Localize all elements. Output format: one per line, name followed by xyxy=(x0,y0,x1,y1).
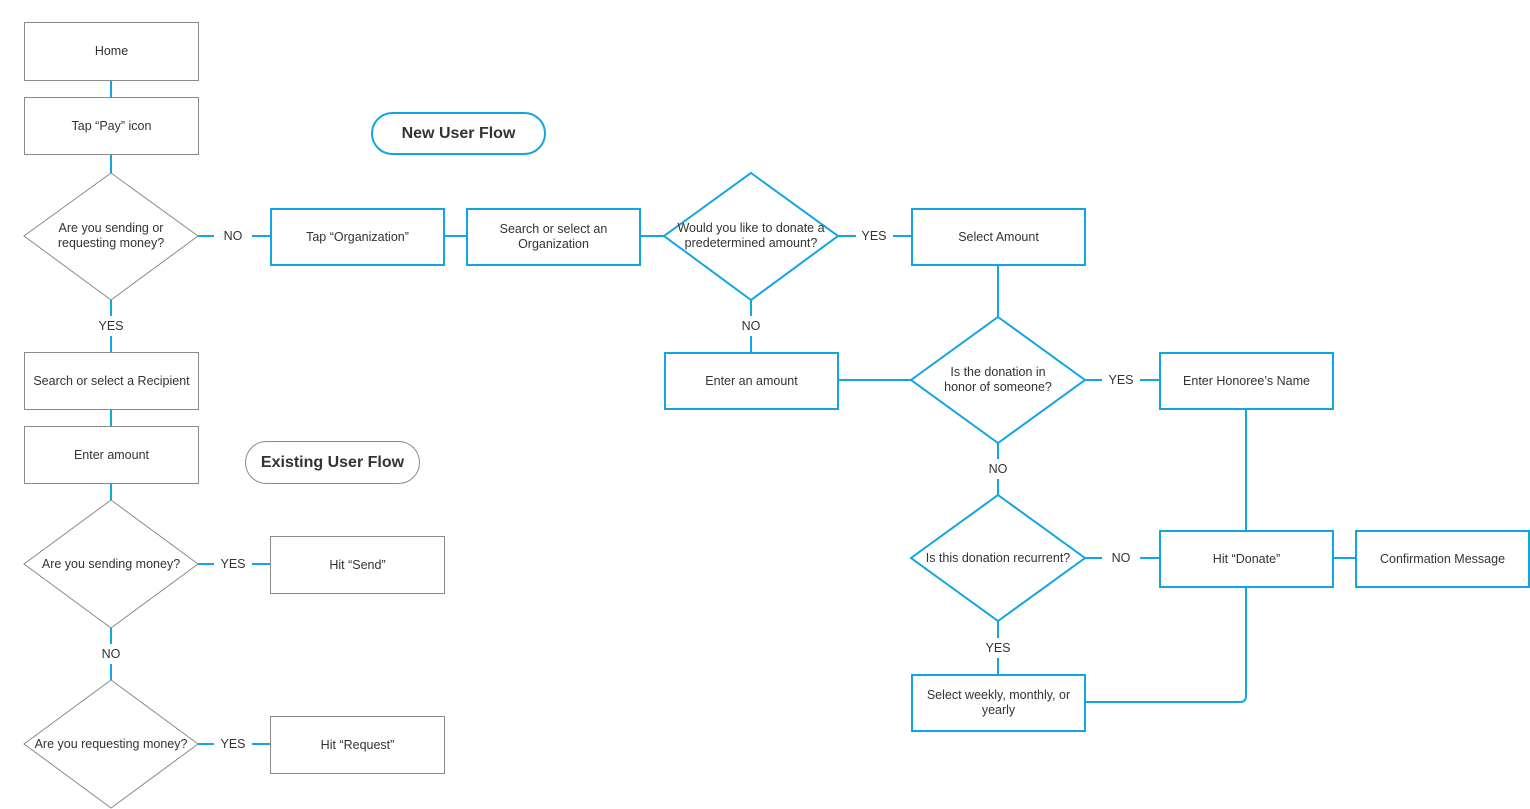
decision-send-or-request-text: Are you sending or requesting money? xyxy=(57,221,165,250)
tap-organization-step: Tap “Organization” xyxy=(270,208,445,266)
label-yes: YES xyxy=(220,737,246,751)
decision-predetermined-text: Would you like to donate a predetermined… xyxy=(677,221,825,250)
label-yes: YES xyxy=(861,229,887,243)
home-step: Home xyxy=(24,22,199,81)
label-no: NO xyxy=(988,462,1008,476)
decision-requesting-text: Are you requesting money? xyxy=(34,736,188,751)
decision-recurrent-text: Is this donation recurrent? xyxy=(925,550,1071,565)
label-yes: YES xyxy=(98,319,124,333)
decision-send-or-request xyxy=(23,172,199,301)
enter-amount-step: Enter amount xyxy=(24,426,199,484)
select-frequency-step: Select weekly, monthly, or yearly xyxy=(911,674,1086,732)
decision-sending-text: Are you sending money? xyxy=(41,556,181,571)
decision-honor xyxy=(909,315,1087,445)
existing-user-flow-title: Existing User Flow xyxy=(245,441,420,484)
tap-pay-step: Tap “Pay” icon xyxy=(24,97,199,155)
label-no: NO xyxy=(223,229,243,243)
label-yes: YES xyxy=(220,557,246,571)
confirmation-message-step: Confirmation Message xyxy=(1355,530,1530,588)
honoree-name-step: Enter Honoree’s Name xyxy=(1159,352,1334,410)
label-yes: YES xyxy=(985,641,1011,655)
label-no: NO xyxy=(741,319,761,333)
decision-sending xyxy=(23,499,199,629)
enter-an-amount-step: Enter an amount xyxy=(664,352,839,410)
search-recipient-step: Search or select a Recipient xyxy=(24,352,199,410)
decision-recurrent xyxy=(909,493,1087,623)
label-no: NO xyxy=(101,647,121,661)
label-yes: YES xyxy=(1108,373,1134,387)
label-no: NO xyxy=(1111,551,1131,565)
hit-donate-step: Hit “Donate” xyxy=(1159,530,1334,588)
new-user-flow-title: New User Flow xyxy=(371,112,546,155)
decision-predetermined xyxy=(662,171,840,302)
decision-requesting xyxy=(23,679,199,809)
hit-send-step: Hit “Send” xyxy=(270,536,445,594)
select-amount-step: Select Amount xyxy=(911,208,1086,266)
decision-honor-text: Is the donation in honor of someone? xyxy=(944,365,1052,394)
search-organization-step: Search or select an Organization xyxy=(466,208,641,266)
hit-request-step: Hit “Request” xyxy=(270,716,445,774)
